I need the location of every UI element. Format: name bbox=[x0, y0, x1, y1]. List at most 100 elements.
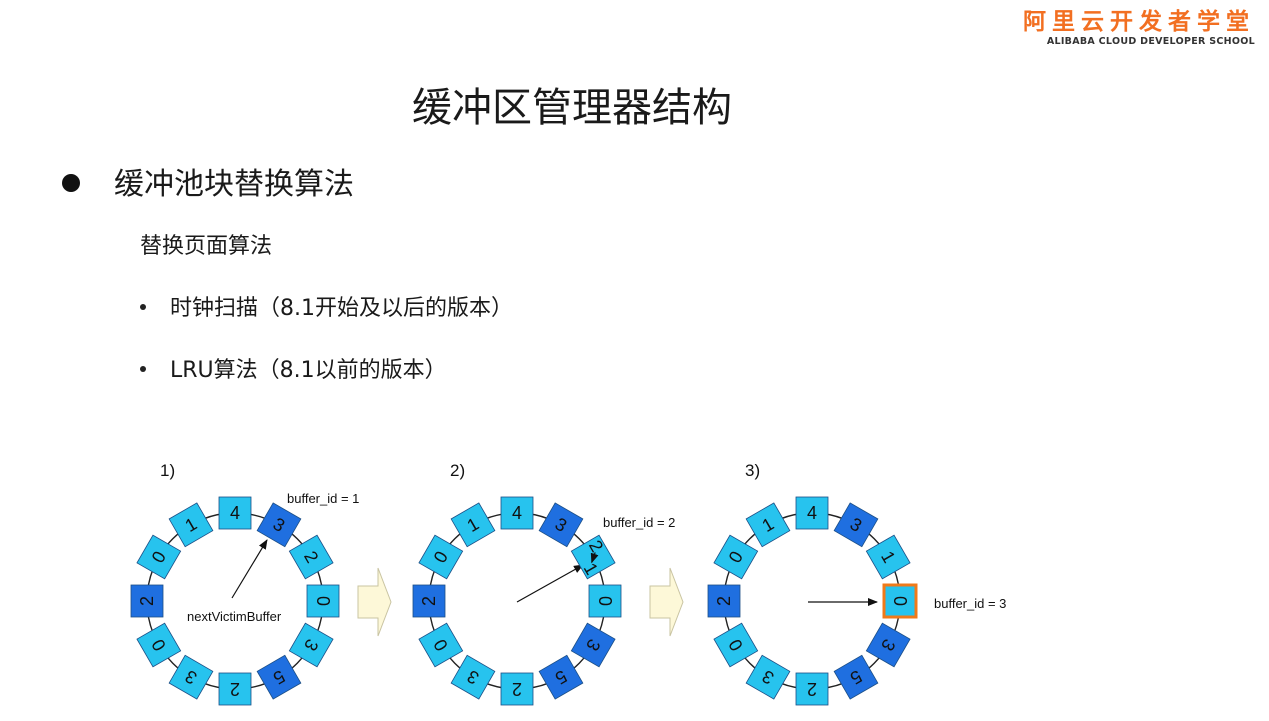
buffer-slot-box bbox=[412, 584, 446, 618]
buffer-slot-box bbox=[865, 622, 911, 668]
buffer-slot: 4 bbox=[795, 496, 829, 530]
buffer-slot-box bbox=[713, 534, 759, 580]
brand-logo: 阿里云开发者学堂 ALIBABA CLOUD DEVELOPER SCHOOL bbox=[1023, 8, 1255, 48]
bullet-dot-icon bbox=[140, 304, 146, 310]
buffer-slot-box bbox=[500, 496, 534, 530]
buffer-slot: 3 bbox=[256, 502, 302, 548]
buffer-slot: 2 bbox=[130, 584, 164, 618]
buffer-slot: 4 bbox=[500, 496, 534, 530]
buffer-slot: 3 bbox=[288, 622, 334, 668]
buffer-slot-box bbox=[795, 672, 829, 706]
buffer-slot: 2 bbox=[500, 672, 534, 706]
usage-count-label: 2 bbox=[419, 596, 439, 606]
buffer-slot-box bbox=[168, 502, 214, 548]
step-arrow-icon bbox=[357, 567, 392, 637]
buffer-slot: 1 bbox=[168, 502, 214, 548]
buffer-id-label: buffer_id = 2 bbox=[603, 515, 675, 530]
step-label: 2) bbox=[450, 461, 465, 480]
buffer-slot-box bbox=[450, 502, 496, 548]
buffer-slot-box bbox=[865, 534, 911, 580]
buffer-slot-box bbox=[570, 622, 616, 668]
logo-chinese: 阿里云开发者学堂 bbox=[1023, 9, 1255, 35]
clock-ring bbox=[146, 512, 324, 690]
buffer-slot: 0 bbox=[882, 583, 918, 619]
usage-count-label: 2 bbox=[512, 679, 522, 699]
usage-count-label: 4 bbox=[512, 503, 522, 523]
buffer-slot: 3 bbox=[745, 654, 791, 700]
buffer-slot: 3 bbox=[168, 654, 214, 700]
buffer-slot-box bbox=[218, 496, 252, 530]
buffer-slot: 0 bbox=[136, 534, 182, 580]
buffer-slot-box bbox=[288, 534, 334, 580]
buffer-slot-box bbox=[538, 654, 584, 700]
buffer-slot: 3 bbox=[450, 654, 496, 700]
usage-count-label: 2 bbox=[137, 596, 157, 606]
buffer-slot-box bbox=[130, 584, 164, 618]
usage-count-label: 0 bbox=[313, 596, 333, 606]
buffer-slot-box bbox=[218, 672, 252, 706]
buffer-slot: 5 bbox=[538, 654, 584, 700]
buffer-slot: 0 bbox=[713, 534, 759, 580]
list-item-text: 时钟扫描（8.1开始及以后的版本） bbox=[170, 296, 513, 321]
step-arrow-icon bbox=[649, 567, 684, 637]
usage-count-label: 0 bbox=[595, 596, 615, 606]
usage-count-label: 2 bbox=[714, 596, 734, 606]
usage-count-label: 4 bbox=[230, 503, 240, 523]
buffer-slot: 2 bbox=[412, 584, 446, 618]
buffer-slot-box bbox=[500, 672, 534, 706]
buffer-slot: 5 bbox=[256, 654, 302, 700]
subheading: 替换页面算法 bbox=[140, 234, 273, 259]
buffer-slot-box bbox=[538, 502, 584, 548]
bullet-dot-icon bbox=[62, 173, 80, 192]
buffer-slot: 3 bbox=[865, 622, 911, 668]
buffer-slot: 0 bbox=[588, 584, 622, 618]
buffer-slot-box bbox=[256, 502, 302, 548]
decrement-arrow bbox=[590, 552, 599, 564]
list-item: LRU算法（8.1以前的版本） bbox=[140, 355, 447, 387]
usage-count-label: 4 bbox=[807, 503, 817, 523]
buffer-slot: 4 bbox=[218, 496, 252, 530]
victim-buffer-slot bbox=[882, 583, 918, 619]
bullet-dot-icon bbox=[140, 366, 146, 372]
buffer-slot-box bbox=[256, 654, 302, 700]
buffer-slot: 3 bbox=[538, 502, 584, 548]
buffer-slot-box bbox=[136, 622, 182, 668]
buffer-slot-box bbox=[833, 654, 879, 700]
buffer-slot: 2 bbox=[288, 534, 334, 580]
buffer-slot-box bbox=[713, 622, 759, 668]
buffer-slot-box bbox=[745, 654, 791, 700]
buffer-slot: 2 bbox=[707, 584, 741, 618]
list-item: 时钟扫描（8.1开始及以后的版本） bbox=[140, 293, 513, 325]
main-bullet-text: 缓冲池块替换算法 bbox=[114, 167, 354, 202]
next-victim-pointer-arrow bbox=[516, 564, 584, 603]
buffer-slot-box bbox=[288, 622, 334, 668]
buffer-slot-box bbox=[418, 622, 464, 668]
buffer-slot: 2 bbox=[218, 672, 252, 706]
buffer-slot-box bbox=[707, 584, 741, 618]
buffer-slot-box bbox=[306, 584, 340, 618]
usage-count-label: 0 bbox=[890, 596, 910, 606]
step-label: 1) bbox=[160, 461, 175, 480]
buffer-slot-box bbox=[136, 534, 182, 580]
logo-english: ALIBABA CLOUD DEVELOPER SCHOOL bbox=[1046, 36, 1255, 47]
buffer-slot-box bbox=[833, 502, 879, 548]
buffer-slot: 3 bbox=[833, 502, 879, 548]
buffer-slot: 1 bbox=[745, 502, 791, 548]
pointer-label: nextVictimBuffer bbox=[187, 609, 282, 624]
buffer-id-label: buffer_id = 1 bbox=[287, 491, 359, 506]
list-item-text: LRU算法（8.1以前的版本） bbox=[170, 358, 447, 383]
buffer-slot-box bbox=[745, 502, 791, 548]
clock-ring bbox=[723, 512, 901, 690]
buffer-slot: 0 bbox=[713, 622, 759, 668]
buffer-slot-box bbox=[418, 534, 464, 580]
buffer-slot: 0 bbox=[136, 622, 182, 668]
buffer-slot: 0 bbox=[418, 534, 464, 580]
usage-count-label: 2 bbox=[230, 679, 240, 699]
buffer-slot-box bbox=[795, 496, 829, 530]
step-label: 3) bbox=[745, 461, 760, 480]
buffer-slot-box bbox=[450, 654, 496, 700]
buffer-slot: 0 bbox=[418, 622, 464, 668]
buffer-slot: 5 bbox=[833, 654, 879, 700]
buffer-slot: 1 bbox=[865, 534, 911, 580]
